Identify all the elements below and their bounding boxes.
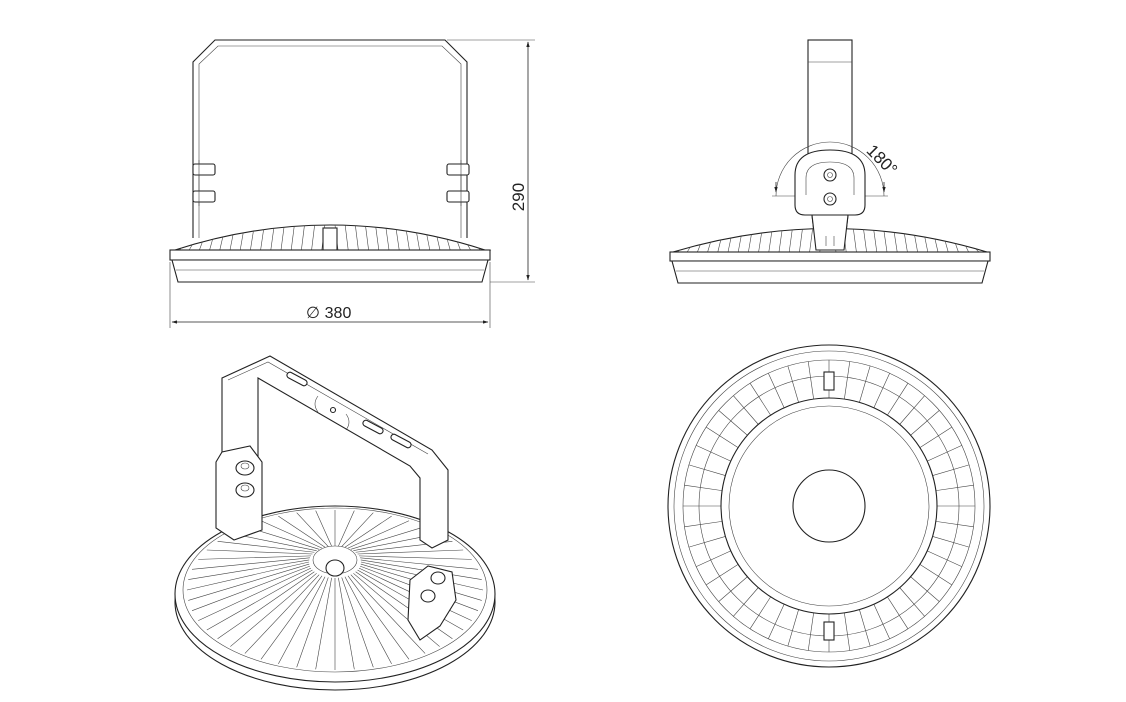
iso-bracket (215, 355, 457, 641)
heatsink-fins (178, 224, 492, 252)
iso-heatsink-fins (186, 510, 484, 670)
lamp-body (169, 249, 491, 261)
height-dimension (447, 39, 535, 283)
bottom-heatsink-slots (683, 360, 975, 652)
height-label: 290 (509, 183, 528, 211)
iso-center-hub (325, 559, 345, 577)
isometric-view (174, 355, 496, 691)
rotation-arc (775, 141, 885, 197)
side-view: 180° (669, 39, 991, 284)
bracket-outline (192, 39, 468, 238)
bracket-knobs-left (192, 160, 216, 206)
center-hub (322, 227, 338, 253)
bottom-view (667, 344, 991, 668)
lamp-body-side (669, 251, 991, 262)
diameter-label: 380 (325, 305, 352, 322)
diameter-dimension (169, 262, 491, 328)
bracket-knobs-right (446, 160, 470, 206)
diameter-symbol: ∅ (306, 305, 320, 322)
front-view: 290 ∅ 380 (169, 39, 535, 328)
bracket-tab (794, 149, 866, 216)
rotation-label: 180° (863, 141, 901, 179)
bottom-center-lens (792, 469, 866, 543)
